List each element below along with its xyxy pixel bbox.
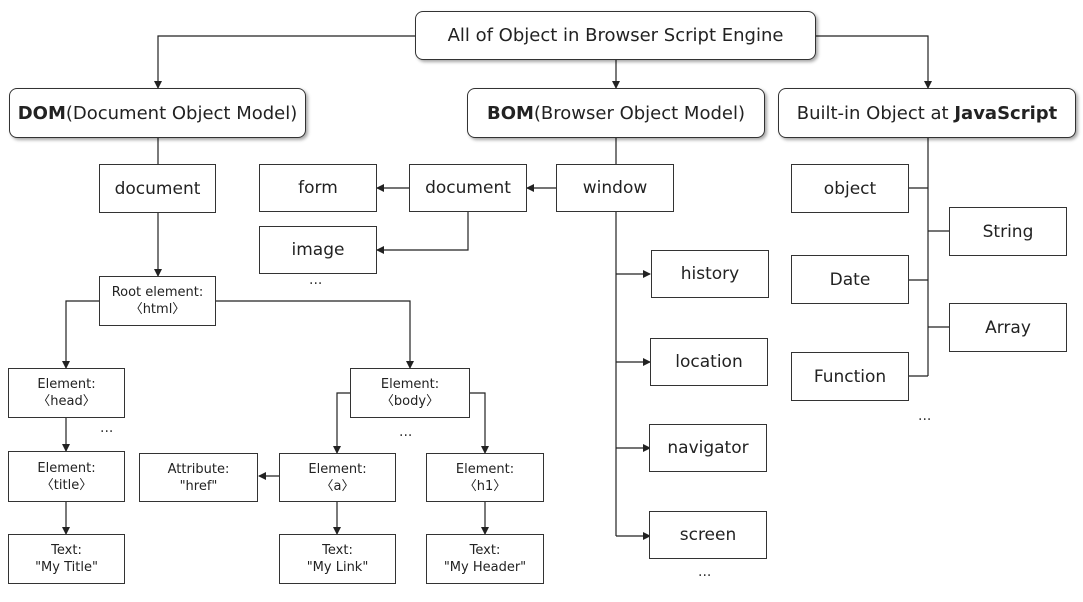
root-label: All of Object in Browser Script Engine: [447, 25, 784, 46]
document-children-ellipsis: ...: [309, 272, 323, 288]
title-line2: 〈title〉: [40, 477, 93, 493]
root-element-node: Root element: 〈html〉: [99, 276, 216, 326]
head-element-node: Element: 〈head〉: [8, 368, 125, 418]
date-node: Date: [791, 255, 909, 304]
a-line1: Element:: [308, 461, 367, 477]
text-header-line1: Text:: [469, 543, 501, 558]
attribute-line2: "href": [179, 478, 218, 494]
bom-document-node: document: [409, 164, 527, 212]
root-element-line1: Root element:: [111, 285, 204, 300]
text-title-node: Text: "My Title": [8, 534, 125, 584]
dom-category-node: DOM(Document Object Model): [9, 88, 306, 138]
object-node: object: [791, 164, 909, 213]
body-element-node: Element: 〈body〉: [350, 368, 470, 418]
body-line1: Element:: [380, 377, 440, 392]
history-label: history: [680, 264, 740, 284]
h1-line1: Element:: [455, 461, 515, 477]
object-label: object: [823, 178, 877, 199]
dom-document-node: document: [99, 164, 216, 213]
dom-rest: (Document Object Model): [65, 102, 298, 124]
image-label: image: [291, 240, 345, 260]
title-line1: Element:: [37, 460, 96, 476]
text-link-line2: "My Link": [306, 560, 369, 575]
bom-category-node: BOM(Browser Object Model): [467, 88, 765, 138]
builtin-rest: Built-in Object at: [796, 102, 955, 124]
bom-rest: (Browser Object Model): [533, 102, 746, 124]
root-to-dom-arrow: [154, 35, 415, 89]
function-label: Function: [813, 366, 887, 387]
root-node: All of Object in Browser Script Engine: [415, 11, 816, 60]
history-node: history: [651, 250, 769, 298]
root-to-builtin-arrow: [816, 35, 932, 89]
function-node: Function: [791, 352, 909, 401]
form-label: form: [298, 178, 338, 198]
a-line2: 〈a〉: [320, 478, 355, 494]
text-header-node: Text: "My Header": [426, 534, 544, 584]
text-link-node: Text: "My Link": [279, 534, 396, 584]
image-node: image: [259, 226, 377, 274]
body-line2: 〈body〉: [380, 394, 440, 409]
screen-node: screen: [649, 511, 767, 559]
window-children-ellipsis: ...: [698, 564, 712, 580]
bom-prefix: BOM: [486, 102, 534, 124]
a-element-node: Element: 〈a〉: [279, 453, 396, 502]
h1-line2: 〈h1〉: [463, 478, 507, 494]
array-node: Array: [949, 303, 1067, 352]
head-line2: 〈head〉: [37, 394, 96, 409]
text-header-line2: "My Header": [443, 560, 527, 575]
navigator-node: navigator: [649, 424, 767, 472]
screen-label: screen: [679, 525, 737, 545]
body-to-h1-arrow: [470, 392, 489, 454]
builtin-ellipsis: ...: [918, 408, 932, 424]
root-to-body-arrow: [216, 300, 414, 369]
bom-document-label: document: [425, 178, 511, 198]
location-node: location: [650, 338, 768, 386]
dom-document-label: document: [114, 178, 201, 199]
head-siblings-ellipsis: ...: [100, 420, 114, 436]
date-label: Date: [829, 269, 871, 290]
builtin-suffix: JavaScript: [954, 102, 1058, 124]
window-node: window: [556, 164, 674, 212]
text-title-line1: Text:: [51, 543, 82, 558]
document-to-image-arrow: [376, 212, 469, 254]
body-to-a-arrow: [333, 392, 350, 454]
root-element-line2: 〈html〉: [129, 302, 186, 317]
attribute-node: Attribute: "href": [139, 453, 258, 502]
head-line1: Element:: [37, 377, 96, 392]
builtin-category-node: Built-in Object at JavaScript: [778, 88, 1076, 138]
form-node: form: [259, 164, 377, 212]
text-link-line1: Text:: [322, 543, 353, 558]
text-title-line2: "My Title": [35, 560, 98, 575]
string-node: String: [949, 207, 1067, 256]
window-label: window: [582, 178, 648, 198]
root-to-head-arrow: [62, 300, 99, 369]
body-children-ellipsis: ...: [399, 424, 413, 440]
h1-element-node: Element: 〈h1〉: [426, 453, 544, 502]
location-label: location: [675, 352, 743, 372]
attribute-line1: Attribute:: [167, 461, 230, 477]
string-label: String: [982, 221, 1034, 242]
title-element-node: Element: 〈title〉: [8, 451, 125, 502]
dom-prefix: DOM: [17, 102, 66, 124]
navigator-label: navigator: [667, 438, 749, 458]
array-label: Array: [985, 317, 1031, 338]
